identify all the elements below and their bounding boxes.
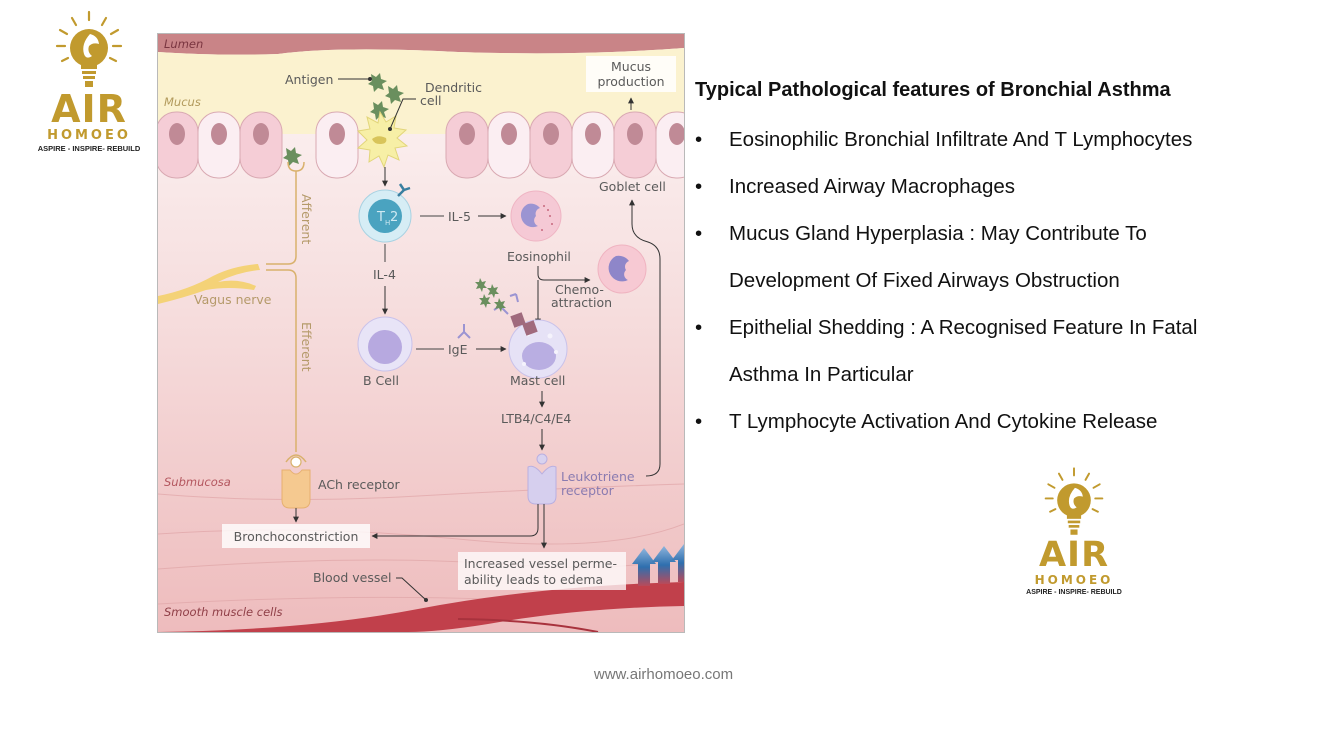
chemoattraction-label-2: attraction bbox=[551, 295, 612, 310]
th2-label-num: 2 bbox=[390, 210, 398, 225]
brand-name: AIR bbox=[1038, 535, 1110, 575]
th2-label: T bbox=[376, 210, 385, 225]
leukotrienes-label: LTB4/C4/E4 bbox=[501, 411, 571, 426]
region-label-submucosa: Submucosa bbox=[164, 475, 231, 489]
brand-subname: HOMOEO bbox=[47, 128, 131, 143]
cell-nucleus bbox=[329, 123, 345, 145]
bronchoconstriction-box bbox=[222, 524, 370, 548]
bullet-icon: • bbox=[695, 316, 703, 339]
website-url: www.airhomoeo.com bbox=[593, 666, 734, 683]
epithelial-cell bbox=[158, 111, 199, 179]
lightbulb-sun-icon bbox=[55, 10, 123, 87]
feature-list: • Eosinophilic Bronchial Infiltrate And T… bbox=[695, 116, 1305, 445]
feature-item-text: Epithelial Shedding : A Recognised Featu… bbox=[729, 316, 1198, 339]
cell-nucleus bbox=[585, 123, 601, 145]
il4-label: IL-4 bbox=[373, 267, 396, 282]
feature-item: • Increased Airway Macrophages bbox=[695, 163, 1305, 210]
lumen-band bbox=[158, 34, 684, 55]
b-cell-label: B Cell bbox=[363, 373, 399, 388]
brand-name: AIR bbox=[51, 87, 127, 131]
il5-label: IL-5 bbox=[448, 209, 471, 224]
bullet-icon: • bbox=[695, 175, 703, 198]
vagus-nerve-label: Vagus nerve bbox=[194, 292, 272, 307]
antigen-particles bbox=[283, 73, 404, 166]
epithelial-cell bbox=[655, 111, 684, 179]
antigen-label: Antigen bbox=[285, 72, 333, 87]
epithelial-cell-row bbox=[158, 111, 684, 179]
efferent-label: Efferent bbox=[299, 322, 314, 372]
allergen-particles bbox=[475, 278, 506, 312]
cell-nucleus bbox=[669, 123, 684, 145]
feature-item-text: T Lymphocyte Activation And Cytokine Rel… bbox=[729, 410, 1158, 433]
vessel-permeability-label-2: ability leads to edema bbox=[464, 572, 603, 587]
vessel-permeability-box bbox=[458, 552, 626, 590]
goblet-cell-label: Goblet cell bbox=[599, 179, 666, 194]
bronchoconstriction-label: Bronchoconstriction bbox=[234, 529, 359, 544]
leukotriene-to-goblet-arrow bbox=[629, 199, 661, 477]
feature-item-text: Eosinophilic Bronchial Infiltrate And T … bbox=[729, 128, 1193, 151]
feature-item-text: Mucus Gland Hyperplasia : May Contribute… bbox=[729, 222, 1147, 245]
afferent-label: Afferent bbox=[299, 194, 314, 244]
bullet-icon: • bbox=[695, 128, 703, 151]
brand-subname: HOMOEO bbox=[1034, 573, 1114, 587]
cell-nucleus bbox=[459, 123, 475, 145]
mucus-production-label-1: Mucus bbox=[611, 59, 651, 74]
region-label-smooth-muscle: Smooth muscle cells bbox=[164, 605, 283, 619]
brand-logo-bottom: AIR HOMOEO ASPIRE - INSPIRE- REBUILD bbox=[1020, 466, 1128, 598]
brand-tagline: ASPIRE - INSPIRE- REBUILD bbox=[37, 144, 141, 153]
vagus-nerve bbox=[158, 264, 260, 304]
content-panel: Typical Pathological features of Bronchi… bbox=[695, 76, 1305, 445]
asthma-pathophysiology-diagram: Lumen Mucus Submucosa Smooth muscle cell… bbox=[157, 33, 685, 633]
region-label-mucus: Mucus bbox=[164, 95, 201, 109]
ige-label: IgE bbox=[448, 342, 468, 357]
brand-logo-top: AIR HOMOEO ASPIRE - INSPIRE- REBUILD bbox=[30, 10, 148, 154]
leukotriene-receptor-label-2: receptor bbox=[561, 483, 615, 498]
ach-receptor bbox=[281, 469, 311, 509]
feature-item: • T Lymphocyte Activation And Cytokine Re… bbox=[695, 398, 1305, 445]
cell-nucleus bbox=[627, 123, 643, 145]
dendritic-cell-label-2: cell bbox=[420, 93, 442, 108]
leukotriene-receptor bbox=[527, 465, 557, 505]
mucus-production-label-2: production bbox=[597, 74, 664, 89]
th2-label-sub: H bbox=[385, 219, 390, 227]
feature-item: • Mucus Gland Hyperplasia : May Contribut… bbox=[695, 210, 1305, 304]
mast-cell-label: Mast cell bbox=[510, 373, 565, 388]
feature-item-text: Development Of Fixed Airways Obstruction bbox=[729, 269, 1120, 292]
ige-antibody-icon bbox=[457, 324, 471, 339]
edema-arrows bbox=[632, 544, 684, 586]
ach-receptor-label: ACh receptor bbox=[318, 477, 401, 492]
feature-item-text: Increased Airway Macrophages bbox=[729, 175, 1016, 198]
region-label-lumen: Lumen bbox=[164, 37, 203, 51]
page-title: Typical Pathological features of Bronchi… bbox=[695, 79, 1171, 101]
lightbulb-sun-icon bbox=[1044, 467, 1104, 535]
bullet-icon: • bbox=[695, 222, 703, 245]
cell-nucleus bbox=[169, 123, 185, 145]
leukotriene-receptor-label-1: Leukotriene bbox=[561, 469, 635, 484]
mucus-production-box bbox=[586, 56, 676, 92]
blood-vessel-label: Blood vessel bbox=[313, 570, 392, 585]
vessel-permeability-label-1: Increased vessel perme- bbox=[464, 556, 617, 571]
blood-vessel-shape bbox=[158, 582, 684, 632]
feature-item: • Epithelial Shedding : A Recognised Feat… bbox=[695, 304, 1305, 398]
dendritic-cell-label-1: Dendritic bbox=[425, 80, 482, 95]
cell-nucleus bbox=[211, 123, 227, 145]
feature-item-text: Asthma In Particular bbox=[729, 363, 914, 386]
eosinophil-label: Eosinophil bbox=[507, 249, 571, 264]
cell-nucleus bbox=[501, 123, 517, 145]
brand-tagline: ASPIRE - INSPIRE- REBUILD bbox=[1026, 589, 1122, 596]
bullet-icon: • bbox=[695, 410, 703, 433]
cell-nucleus bbox=[253, 123, 269, 145]
chemoattraction-label-1: Chemo- bbox=[555, 282, 604, 297]
afferent-fiber bbox=[266, 171, 297, 265]
feature-item: • Eosinophilic Bronchial Infiltrate And T… bbox=[695, 116, 1305, 163]
cell-nucleus bbox=[543, 123, 559, 145]
efferent-fiber bbox=[266, 269, 297, 452]
